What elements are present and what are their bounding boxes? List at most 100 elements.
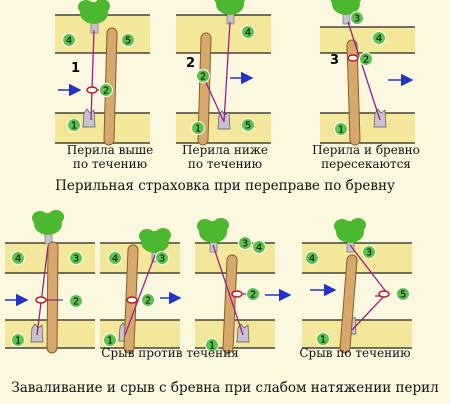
- marker-label: 3: [366, 248, 372, 259]
- bank-band: [320, 27, 415, 53]
- handrail-rope: [347, 21, 381, 121]
- marker-3: 3: [155, 251, 169, 265]
- tree-crown: [139, 229, 155, 243]
- tree-crown: [334, 219, 350, 233]
- handrail-rope: [90, 29, 95, 121]
- marker-label: 3: [242, 239, 248, 250]
- tree-crown: [213, 218, 229, 232]
- panel-rope-upstream: 4 5 2 1 1: [55, 0, 150, 146]
- caption-rope-downstream: Перила ниже по течению: [175, 143, 275, 171]
- marker-label: 3: [73, 254, 79, 265]
- marker-circle: [305, 251, 319, 265]
- carabiner-icon: [347, 54, 359, 62]
- marker-label: 2: [103, 86, 109, 97]
- marker-2: 2: [196, 69, 210, 83]
- marker-circle: [205, 338, 219, 352]
- tree-crown: [48, 210, 64, 224]
- bank-band: [176, 15, 271, 53]
- tree-crown: [32, 211, 48, 225]
- tree-icon: [197, 218, 229, 253]
- tree-icon: [330, 0, 362, 25]
- marker-circle: [11, 251, 25, 265]
- marker-circle: [155, 251, 169, 265]
- marker-4: 4: [11, 251, 25, 265]
- carabiner-icon: [86, 86, 98, 94]
- marker-4: 4: [305, 251, 319, 265]
- marker-label: 1: [195, 124, 201, 135]
- panel-number: 1: [71, 61, 80, 76]
- marker-2: 2: [359, 52, 373, 66]
- marker-label: 4: [256, 243, 262, 254]
- marker-label: 4: [245, 28, 251, 39]
- panel-rope-downstream: 4 2 1 5 2: [176, 0, 271, 146]
- bottom-title: Заваливание и срыв с бревна при слабом н…: [11, 380, 439, 396]
- marker-circle: [252, 240, 266, 254]
- marker-4: 4: [372, 31, 386, 45]
- marker-2: 2: [246, 287, 260, 301]
- marker-1: 1: [103, 333, 117, 347]
- marker-label: 3: [159, 254, 165, 265]
- marker-circle: [334, 122, 348, 136]
- marker-label: 4: [309, 254, 315, 265]
- marker-5: 5: [121, 33, 135, 47]
- caption-rope-crosses-log: Перила и бревно пересекаются: [302, 143, 430, 171]
- marker-5: 5: [396, 287, 410, 301]
- tree-crown: [330, 0, 346, 5]
- caption-rope-upstream-line1: Перила выше: [66, 143, 154, 157]
- tree-icon: [32, 210, 64, 245]
- handrail-rope: [124, 254, 156, 336]
- marker-label: 1: [320, 335, 326, 346]
- marker-circle: [67, 118, 81, 132]
- log: [47, 242, 58, 353]
- tree-crown: [94, 0, 110, 13]
- tree-icon: [334, 218, 366, 253]
- marker-circle: [241, 25, 255, 39]
- marker-5: 5: [241, 118, 255, 132]
- caption-rope-crosses-log-line2: пересекаются: [321, 157, 411, 171]
- marker-circle: [372, 31, 386, 45]
- panel-number: 2: [186, 56, 195, 71]
- marker-3: 3: [362, 245, 376, 259]
- tree-crown: [78, 0, 94, 14]
- marker-3: 3: [69, 251, 83, 265]
- log: [198, 33, 211, 145]
- marker-2: 2: [141, 293, 155, 307]
- marker-label: 1: [209, 341, 215, 352]
- panel-number: 3: [330, 53, 339, 68]
- marker-label: 4: [112, 254, 118, 265]
- marker-label: 4: [15, 254, 21, 265]
- marker-label: 2: [200, 72, 206, 83]
- handrail-rope: [223, 21, 231, 123]
- marker-1: 1: [334, 122, 348, 136]
- marker-label: 2: [145, 296, 151, 307]
- marker-circle: [141, 293, 155, 307]
- tree-icon: [139, 228, 171, 263]
- tree-crown: [155, 228, 171, 242]
- marker-2: 2: [69, 294, 83, 308]
- marker-label: 4: [66, 36, 72, 47]
- marker-label: 1: [71, 121, 77, 132]
- caption-fall-downstream: Срыв по течению: [299, 346, 411, 360]
- marker-circle: [362, 245, 376, 259]
- top-title: Перильная страховка при переправе по бре…: [55, 178, 395, 194]
- tree-crown: [230, 0, 246, 4]
- marker-2: 2: [99, 83, 113, 97]
- tree-crown: [346, 0, 362, 4]
- marker-circle: [99, 83, 113, 97]
- carabiner-icon: [378, 290, 390, 298]
- marker-circle: [11, 333, 25, 347]
- marker-circle: [62, 33, 76, 47]
- marker-label: 2: [250, 290, 256, 301]
- marker-circle: [191, 121, 205, 135]
- marker-4: 4: [241, 25, 255, 39]
- carabiner-icon: [35, 296, 47, 304]
- marker-circle: [196, 69, 210, 83]
- marker-circle: [121, 33, 135, 47]
- caption-rope-downstream-line1: Перила ниже: [182, 143, 268, 157]
- marker-circle: [103, 333, 117, 347]
- marker-label: 1: [338, 125, 344, 136]
- marker-1: 1: [205, 338, 219, 352]
